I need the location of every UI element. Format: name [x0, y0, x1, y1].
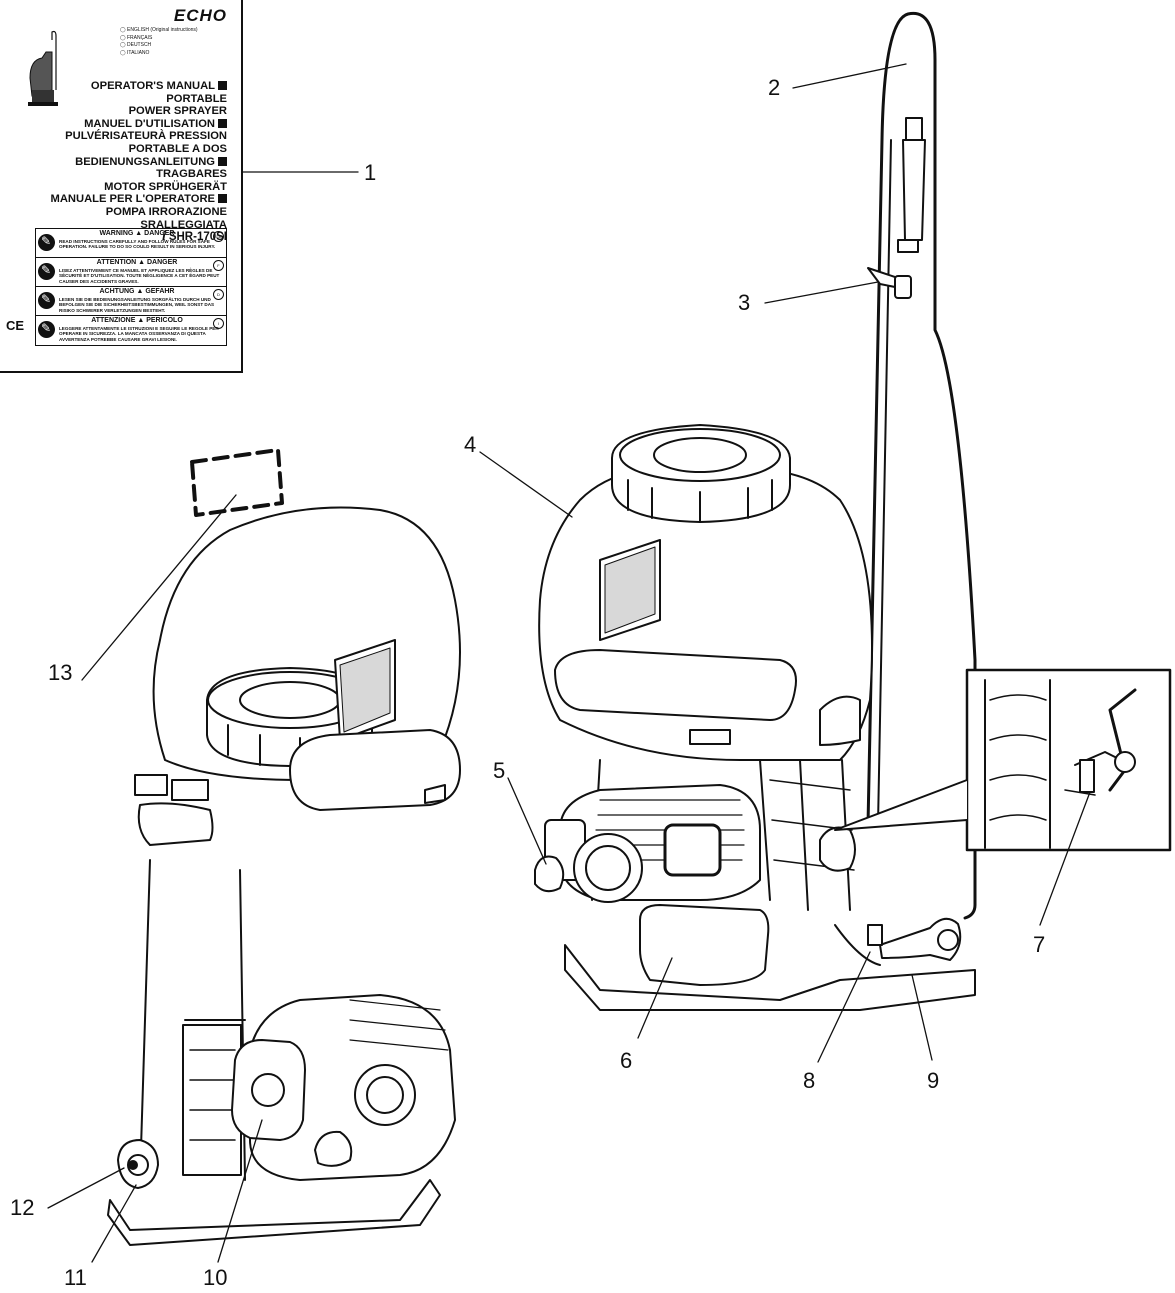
language-item: DEUTSCH: [120, 42, 198, 50]
pressure-nozzle: [879, 917, 962, 961]
callout-13: 13: [48, 660, 73, 685]
leader-line-12: [47, 1167, 125, 1209]
manual-title-line: POWER SPRAYER: [128, 105, 227, 118]
right-sprayer-drawing: [534, 11, 977, 1011]
leader-line-10: [217, 1119, 263, 1263]
warning-item: ATTENTION ▲ DANGER F LISEZ ATTENTIVEMENT…: [36, 258, 226, 287]
manual-title-line: MANUALE PER L'OPERATORE: [51, 193, 227, 206]
manual-title-line: PORTABLE A DOS: [128, 142, 227, 155]
manual-title-line: PORTABLE: [166, 92, 227, 105]
warning-box: WARNING ▲ DANGER GB READ INSTRUCTIONS CA…: [35, 228, 227, 346]
callout-11: 11: [64, 1265, 87, 1290]
fuel-cap: [534, 855, 565, 893]
read-manual-icon: [38, 321, 55, 338]
manual-title-line: POMPA IRRORAZIONE: [105, 205, 227, 218]
spray-wand: [866, 11, 977, 920]
leader-line-3: [764, 281, 879, 304]
leader-line-9: [911, 974, 933, 1061]
callout-5: 5: [493, 758, 506, 783]
language-item: ITALIANO: [120, 50, 198, 58]
leader-line-13: [81, 494, 237, 681]
sprayer-thumbnail-icon: [28, 30, 58, 106]
base-plate: [107, 1179, 441, 1246]
callout-7: 7: [1033, 932, 1046, 957]
manual-title-line: OPERATOR'S MANUAL: [51, 80, 227, 93]
leader-line-11: [91, 1184, 137, 1263]
manual-title-line: PULVÉRISATEURÀ PRESSION: [65, 130, 227, 143]
left-sprayer-drawing: [107, 448, 461, 1246]
language-item: ENGLISH (Original instructions): [120, 27, 198, 35]
manual-title-line: MOTOR SPRÜHGERÄT: [104, 180, 227, 193]
inset-detail: [834, 668, 1172, 852]
leader-lines: [47, 63, 1091, 1263]
callout-2: 2: [768, 75, 781, 100]
manual-title-line: TRAGBARES: [156, 168, 227, 181]
leader-line-6: [637, 957, 673, 1039]
callout-12: 12: [10, 1195, 35, 1220]
callout-9: 9: [927, 1068, 940, 1093]
callout-8: 8: [803, 1068, 816, 1093]
base-plate: [564, 944, 976, 1011]
tank-handle: [819, 695, 861, 746]
tank-label-recess: [289, 729, 461, 811]
engine-assembly: [544, 784, 856, 903]
leader-line-8: [817, 951, 871, 1063]
label-location-marker: [190, 448, 284, 517]
echo-logo: ECHO: [173, 6, 227, 25]
leader-line-2: [792, 63, 907, 89]
callout-4: 4: [464, 432, 477, 457]
engine-assembly: [231, 994, 456, 1181]
manual-title-line: BEDIENUNGSANLEITUNG: [51, 156, 227, 169]
read-manual-icon: [38, 263, 55, 280]
fuel-tank: [639, 904, 770, 986]
warning-item: ACHTUNG ▲ GEFAHR D LESEN SIE DIE BEDIENU…: [36, 287, 226, 316]
leader-line-5: [507, 777, 547, 865]
callout-6: 6: [620, 1048, 633, 1073]
operators-manual-cover: ECHO ENGLISH (Original instructions) FRA…: [0, 0, 243, 373]
manual-titles: OPERATOR'S MANUAL PORTABLE POWER SPRAYER…: [51, 80, 227, 244]
leader-line-4: [479, 451, 573, 518]
callout-10: 10: [203, 1265, 228, 1290]
read-manual-icon: [38, 234, 55, 251]
leader-line-7: [1039, 791, 1091, 926]
manual-title-line: MANUEL D'UTILISATION: [51, 118, 227, 131]
callout-3: 3: [738, 290, 751, 315]
callout-1: 1: [364, 160, 377, 185]
ce-mark: CE: [6, 318, 25, 333]
warning-item: WARNING ▲ DANGER GB READ INSTRUCTIONS CA…: [36, 229, 226, 258]
manual-title-line: SRALLEGGIATA: [140, 218, 227, 231]
warning-item: ATTENZIONE ▲ PERICOLO I LEGGERE ATTENTAM…: [36, 316, 226, 345]
read-manual-icon: [38, 292, 55, 309]
language-list: ENGLISH (Original instructions) FRANÇAIS…: [120, 27, 198, 57]
language-item: FRANÇAIS: [120, 35, 198, 43]
wand-grip: [902, 139, 926, 241]
tank-label-recess: [554, 649, 797, 721]
